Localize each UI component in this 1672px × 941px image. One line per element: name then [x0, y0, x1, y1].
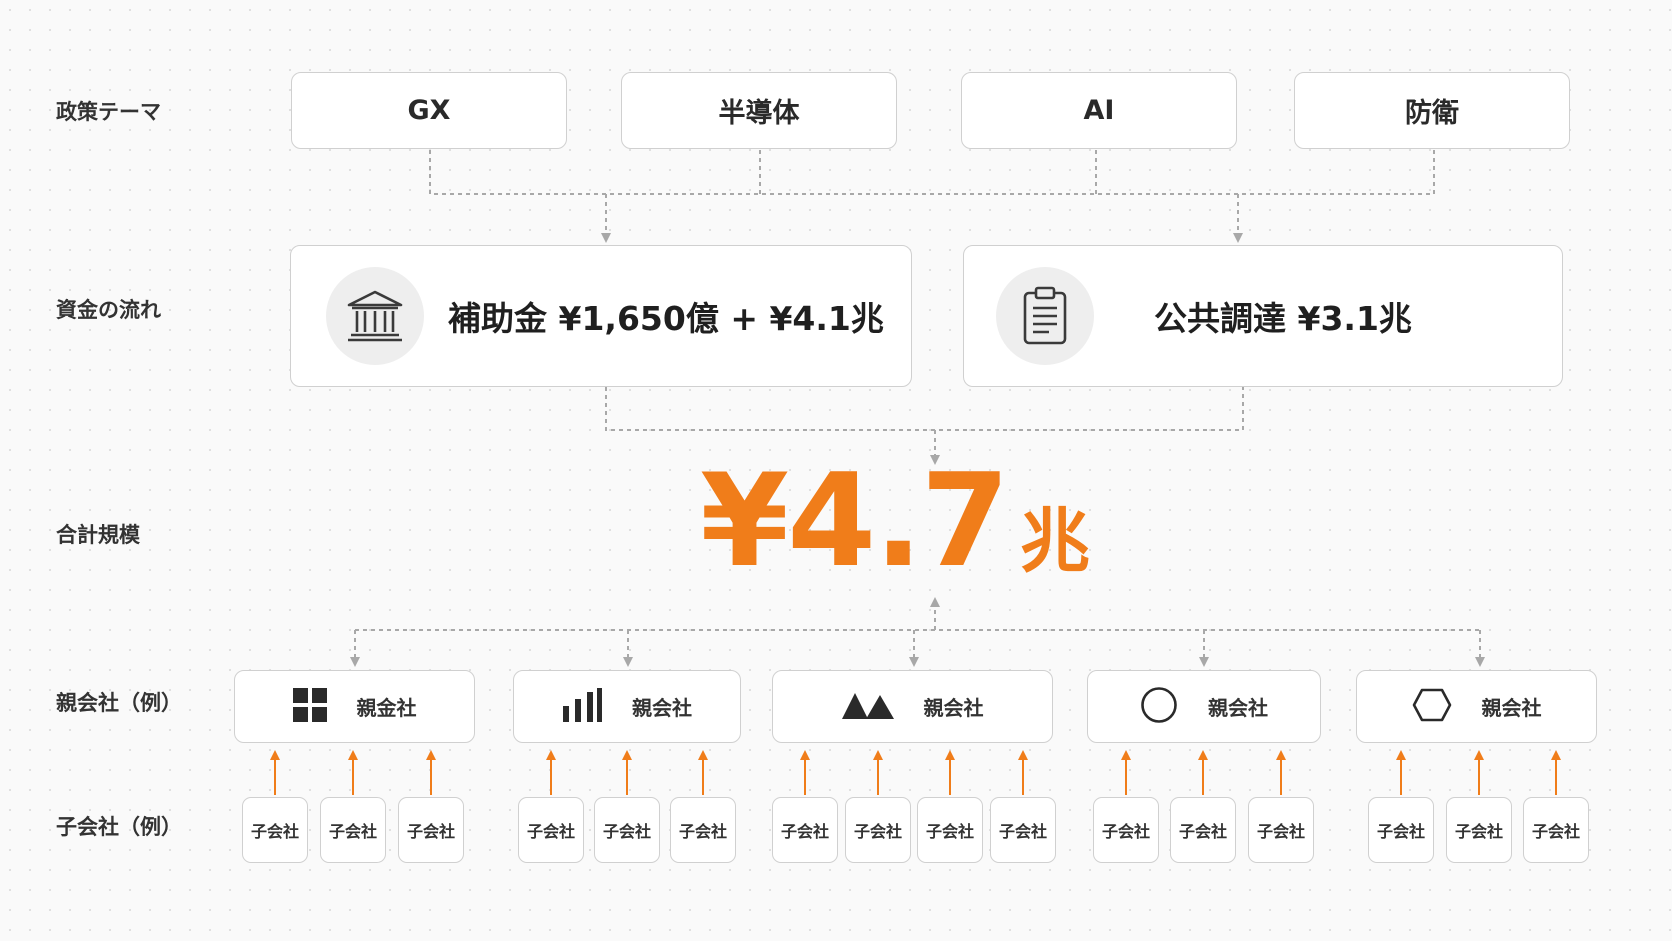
theme-box-gx: GX: [291, 72, 567, 149]
child-company-box: 子会社: [518, 797, 584, 863]
parent-label: 親金社: [356, 696, 417, 720]
row-label-total: 合計規模: [56, 523, 140, 547]
parent-label: 親会社: [632, 696, 692, 720]
child-company-box: 子会社: [1446, 797, 1512, 863]
theme-label: AI: [1083, 95, 1115, 126]
subsidy-amount: 補助金 ¥1,650億 + ¥4.1兆: [448, 299, 884, 338]
child-company-box: 子会社: [1368, 797, 1434, 863]
child-company-box: 子会社: [242, 797, 308, 863]
parent-label: 親会社: [1208, 696, 1268, 720]
parent-label: 親会社: [923, 696, 984, 720]
total-unit: 兆: [1019, 500, 1090, 582]
child-company-box: 子会社: [1170, 797, 1236, 863]
child-company-box: 子会社: [772, 797, 838, 863]
total-value: ¥4.7: [700, 447, 1010, 596]
flow-box-subsidy: 補助金 ¥1,650億 + ¥4.1兆: [290, 245, 912, 387]
child-company-box: 子会社: [990, 797, 1056, 863]
circle-icon: [1140, 686, 1178, 728]
parent-box-2: 親会社: [513, 670, 741, 743]
theme-label: GX: [407, 95, 451, 126]
theme-box-semiconductor: 半導体: [621, 72, 897, 149]
flow-box-procurement: 公共調達 ¥3.1兆: [963, 245, 1563, 387]
theme-box-ai: AI: [961, 72, 1237, 149]
child-company-box: 子会社: [1093, 797, 1159, 863]
row-label-parent: 親会社（例）: [56, 691, 182, 715]
grid-squares-icon: [292, 687, 327, 726]
parent-box-4: 親会社: [1087, 670, 1321, 743]
child-company-box: 子会社: [670, 797, 736, 863]
parent-box-3: 親会社: [772, 670, 1053, 743]
clipboard-icon: [996, 267, 1094, 365]
mountains-icon: [841, 691, 894, 723]
child-company-box: 子会社: [320, 797, 386, 863]
child-company-box: 子会社: [845, 797, 911, 863]
row-label-policy: 政策テーマ: [56, 100, 161, 124]
row-label-flow: 資金の流れ: [56, 298, 161, 322]
child-company-box: 子会社: [398, 797, 464, 863]
child-company-box: 子会社: [917, 797, 983, 863]
theme-box-defense: 防衛: [1294, 72, 1570, 149]
child-company-box: 子会社: [1523, 797, 1589, 863]
child-company-box: 子会社: [1248, 797, 1314, 863]
hexagon-icon: [1412, 688, 1452, 726]
parent-box-1: 親金社: [234, 670, 475, 743]
row-label-child: 子会社（例）: [56, 815, 182, 839]
bank-icon: [326, 267, 424, 365]
procurement-amount: 公共調達 ¥3.1兆: [1154, 299, 1412, 338]
theme-label: 半導体: [718, 98, 800, 129]
bar-chart-icon: [562, 687, 602, 726]
child-company-box: 子会社: [594, 797, 660, 863]
parent-box-5: 親会社: [1356, 670, 1597, 743]
parent-label: 親会社: [1481, 696, 1542, 720]
theme-label: 防衛: [1405, 98, 1459, 129]
